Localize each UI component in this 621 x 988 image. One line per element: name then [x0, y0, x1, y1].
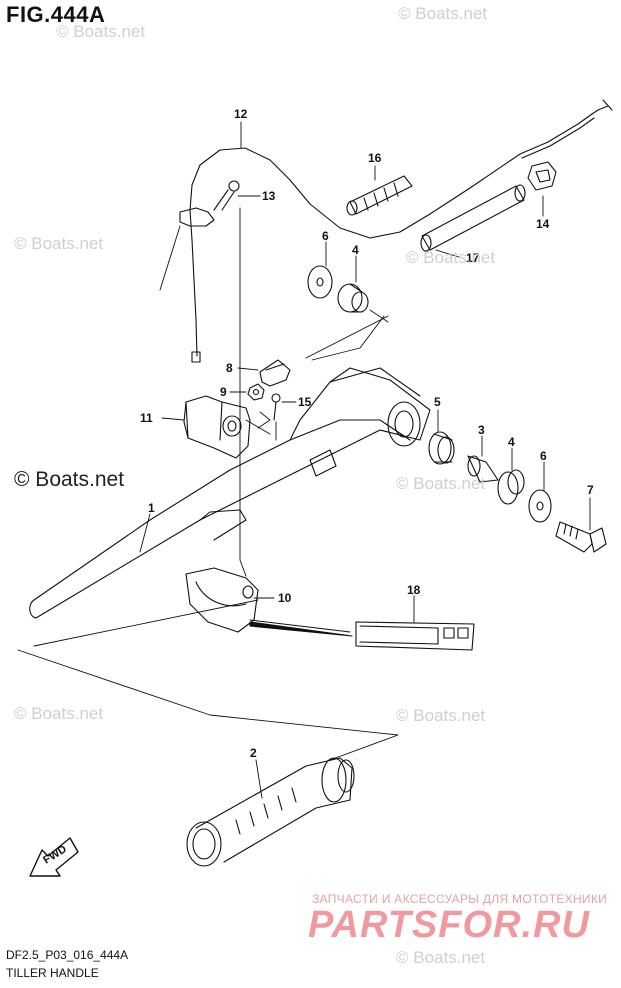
callout-7: 7 [587, 483, 594, 497]
tiller-arm-1 [29, 367, 431, 619]
callout-1: 1 [148, 501, 155, 515]
watermark: © Boats.net [398, 4, 488, 23]
fwd-arrow-icon [29, 837, 79, 877]
callout-18: 18 [407, 583, 421, 597]
figure-title: FIG.444A [6, 2, 106, 27]
watermark-large: © Boats.net [14, 468, 125, 491]
bushing-5 [428, 431, 455, 465]
callout-9: 9 [220, 385, 227, 399]
washer-6-top [307, 265, 333, 299]
promo-tagline: ЗАПЧАСТИ И АКСЕССУАРЫ ДЛЯ МОТОТЕХНИКИ [312, 892, 608, 906]
collar-3 [467, 455, 499, 483]
watermark: © Boats.net [406, 248, 496, 267]
callout-12: 12 [234, 107, 248, 121]
tube-17 [420, 184, 526, 252]
cable-clip-14 [527, 161, 557, 191]
figure-caption: TILLER HANDLE [6, 966, 99, 980]
screw-15 [271, 393, 281, 421]
bracket-10 [185, 567, 259, 633]
callout-11: 11 [140, 411, 153, 425]
callout-6-right: 6 [540, 449, 547, 463]
decal-18 [355, 621, 475, 651]
callout-2: 2 [250, 746, 257, 760]
callout-5: 5 [434, 395, 441, 409]
figure-code: DF2.5_P03_016_444A [6, 948, 129, 962]
screw-13 [213, 180, 240, 211]
assembly-lines [17, 207, 399, 761]
nut-9 [247, 383, 265, 401]
callout-4-right: 4 [508, 435, 515, 449]
watermark: © Boats.net [396, 706, 486, 725]
callout-17: 17 [466, 251, 480, 265]
callout-4-top: 4 [352, 243, 359, 257]
watermark: © Boats.net [396, 948, 486, 967]
throttle-cable [179, 99, 613, 363]
callout-14: 14 [536, 217, 550, 231]
leader-lines [139, 121, 591, 799]
watermark: © Boats.net [396, 474, 486, 493]
callout-10: 10 [278, 591, 292, 605]
washer-6-right [528, 489, 552, 523]
callout-16: 16 [368, 151, 382, 165]
callout-8: 8 [226, 361, 233, 375]
bushing-4-right [497, 469, 525, 505]
bracket-11 [183, 395, 251, 459]
watermark: © Boats.net [14, 704, 104, 723]
callout-13: 13 [262, 189, 276, 203]
callout-3: 3 [478, 423, 485, 437]
watermark: © Boats.net [56, 22, 146, 41]
friction-knob-8 [259, 359, 291, 387]
bolt-7 [555, 521, 607, 553]
grip-sleeve-16 [346, 175, 413, 216]
watermark: © Boats.net [14, 234, 104, 253]
bushing-4-top [337, 283, 369, 313]
callout-6-top: 6 [322, 229, 329, 243]
promo-brand: PARTSFOR.RU [308, 904, 590, 946]
grip-2 [186, 757, 355, 867]
callout-15: 15 [298, 395, 312, 409]
